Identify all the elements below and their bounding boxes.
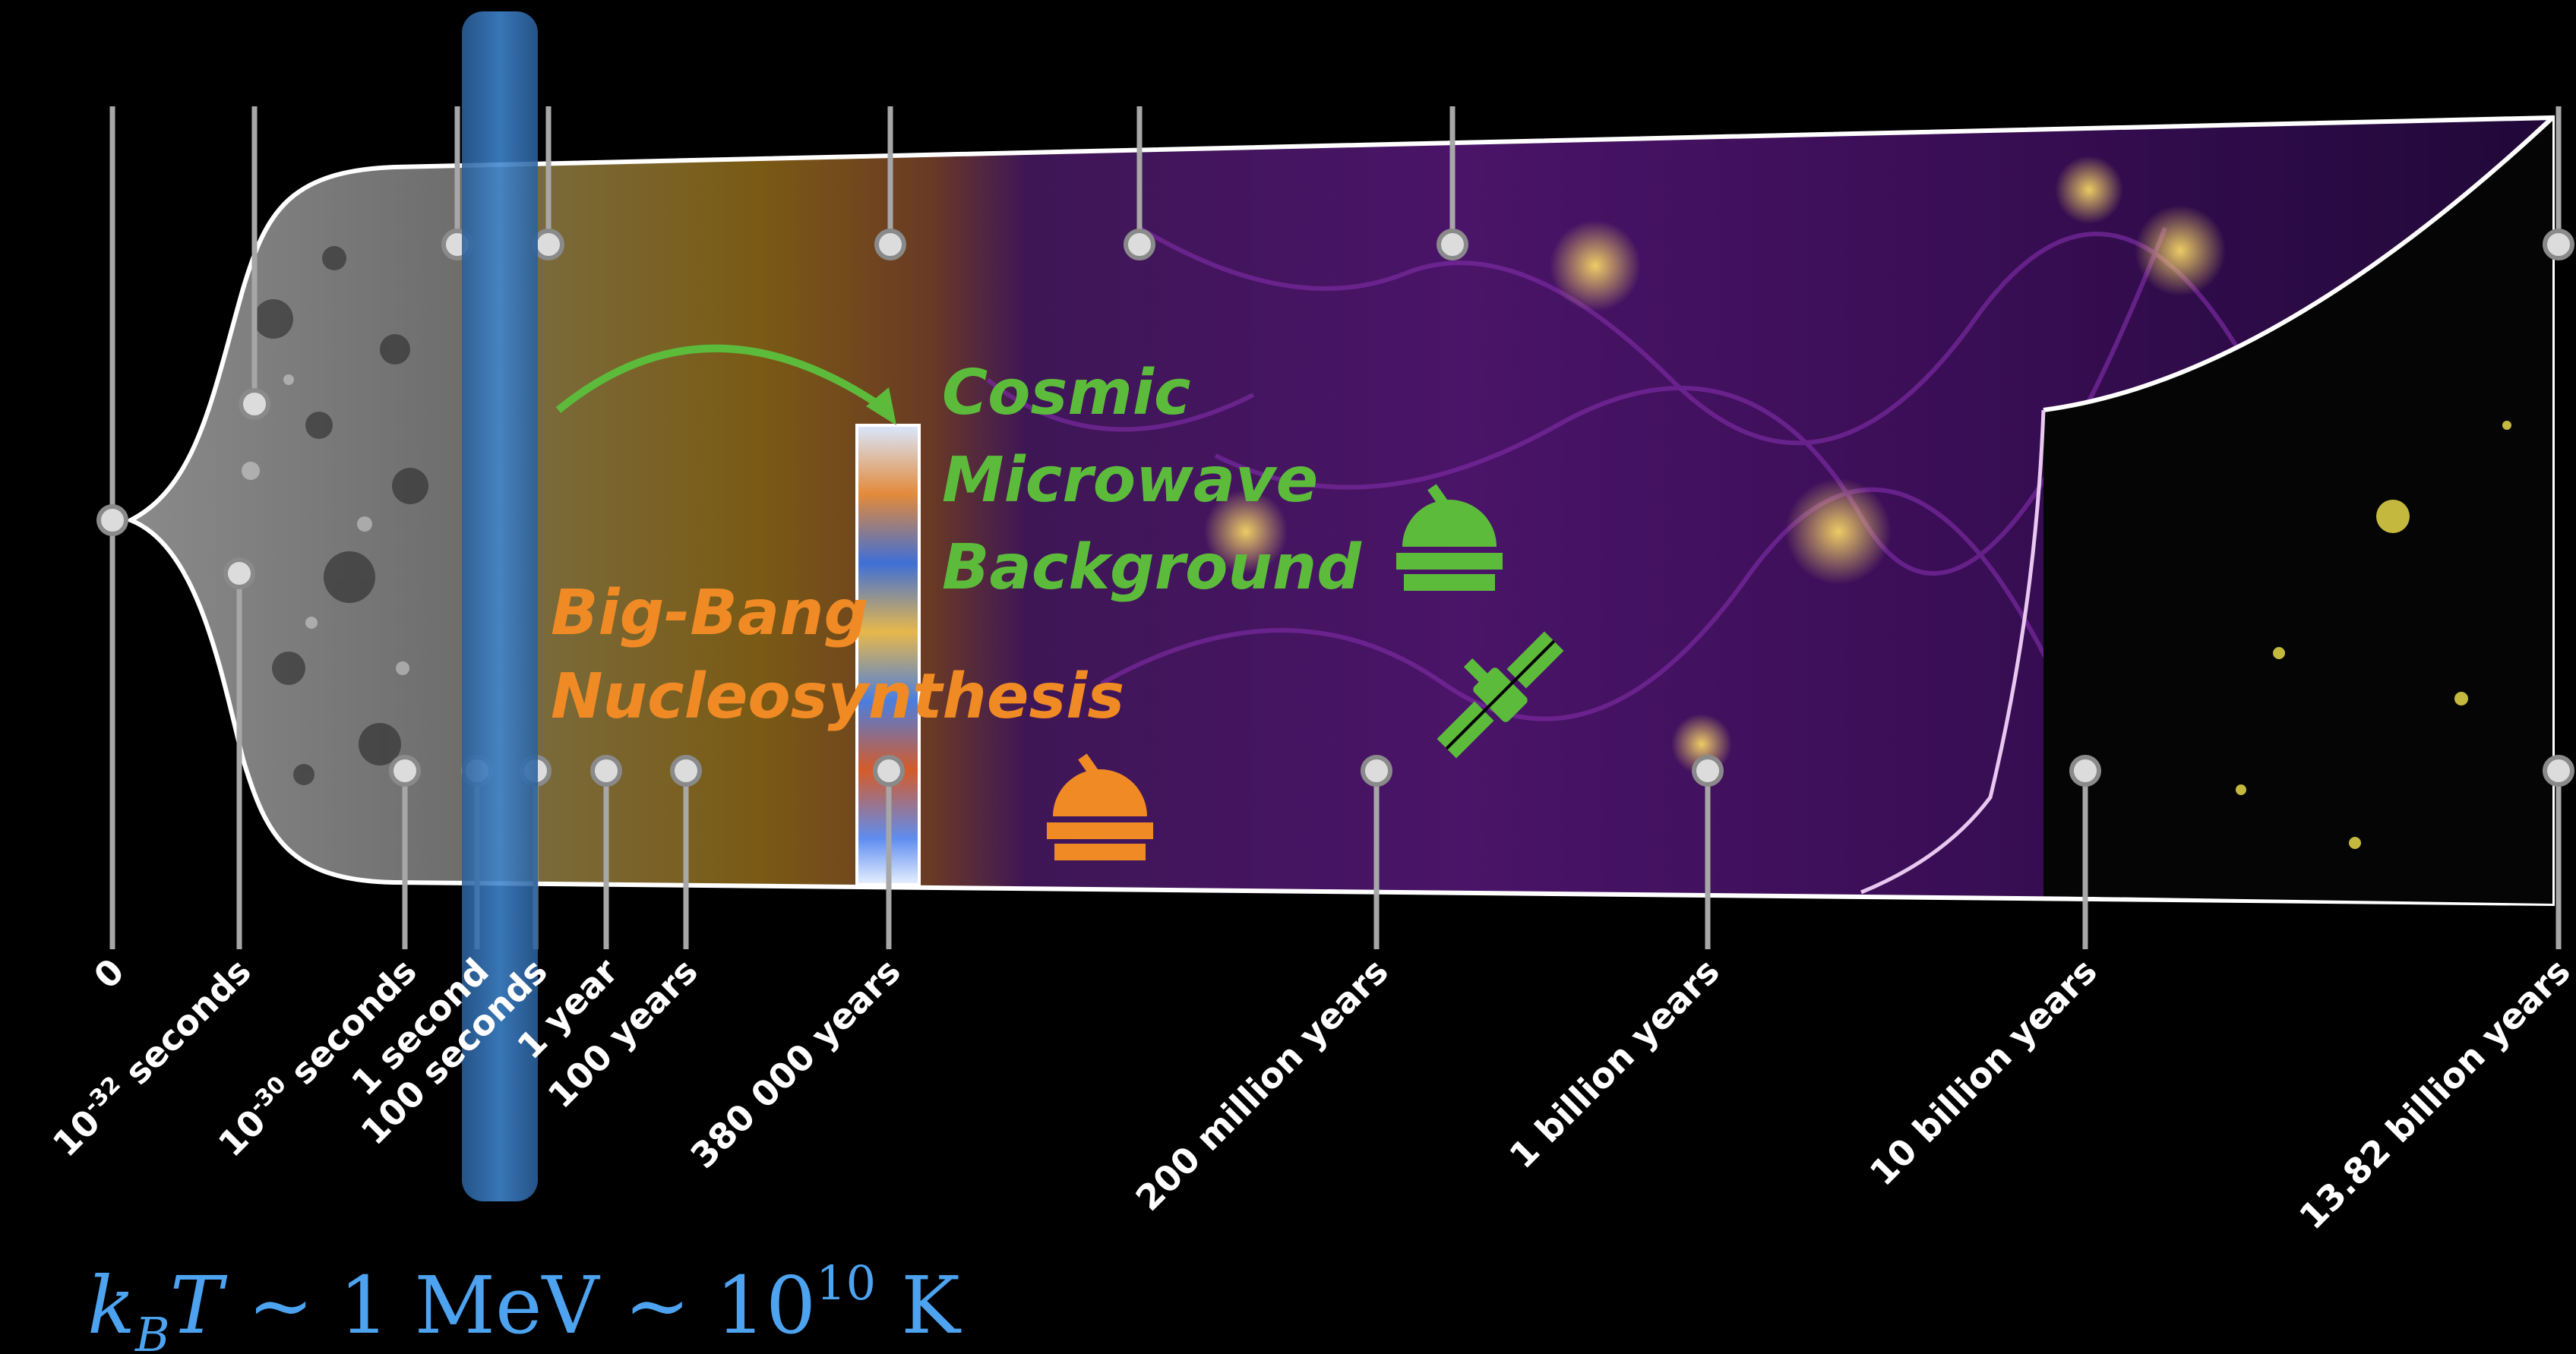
cosmic-web-texture bbox=[986, 226, 2281, 721]
formula-k: k bbox=[87, 1259, 135, 1352]
top-marker-dot bbox=[96, 504, 128, 536]
formula-body: ~ 1 MeV ~ 10 bbox=[223, 1259, 816, 1352]
cmb-line-3: Background bbox=[942, 532, 1362, 604]
formula-unit: K bbox=[876, 1259, 962, 1352]
timeline-label: 1 billion years bbox=[1501, 951, 1727, 1176]
bbn-line-1: Big-Bang bbox=[551, 577, 868, 649]
arrow-icon bbox=[555, 344, 896, 425]
bottom-marker-dot bbox=[2543, 755, 2574, 787]
bbn-label: Big-Bang Nucleosynthesis bbox=[551, 577, 1124, 733]
top-marker-dot bbox=[2543, 229, 2574, 260]
top-marker-dot bbox=[1437, 229, 1468, 260]
bottom-marker-dot bbox=[223, 557, 255, 589]
timeline-label: 200 million years bbox=[1127, 951, 1395, 1219]
cmb-label: Cosmic Microwave Background bbox=[942, 357, 1362, 604]
bottom-marker-lines bbox=[109, 520, 2562, 949]
bbn-line-2: Nucleosynthesis bbox=[551, 661, 1124, 733]
top-marker-dot bbox=[874, 229, 906, 260]
observatory-icon bbox=[1047, 753, 1153, 860]
observatory-icon bbox=[1396, 484, 1503, 591]
timeline-label: 0 bbox=[86, 951, 132, 997]
timeline-label: 380 000 years bbox=[683, 951, 909, 1176]
bottom-marker-dot bbox=[2069, 755, 2101, 787]
satellite-icon bbox=[1437, 631, 1564, 759]
peeled-corner bbox=[2043, 118, 2552, 904]
top-marker-dot bbox=[1124, 229, 1155, 260]
top-marker-lines bbox=[109, 106, 2562, 520]
formula-k-subscript: B bbox=[134, 1307, 170, 1354]
cmb-line-2: Microwave bbox=[942, 444, 1318, 516]
formula-t: T bbox=[170, 1259, 228, 1352]
top-marker-dot bbox=[533, 229, 564, 260]
temperature-formula: kBT ~ 1 MeV ~ 1010 K bbox=[87, 1255, 962, 1354]
timeline-label: 13.82 billion years bbox=[2291, 951, 2576, 1238]
bottom-marker-dot bbox=[1361, 755, 1392, 787]
bottom-marker-dot bbox=[670, 755, 702, 787]
bottom-marker-dot bbox=[590, 755, 622, 787]
cmb-line-1: Cosmic bbox=[942, 357, 1190, 429]
formula-exponent: 10 bbox=[816, 1255, 876, 1311]
top-marker-dot bbox=[239, 388, 270, 420]
bbn-highlight-bar bbox=[462, 11, 538, 1201]
early-universe-texture bbox=[254, 246, 428, 785]
bottom-marker-dot bbox=[1692, 755, 1724, 787]
bottom-marker-dot bbox=[873, 755, 905, 787]
bottom-marker-dot bbox=[389, 755, 421, 787]
timeline-label: 10 billion years bbox=[1862, 951, 2105, 1194]
